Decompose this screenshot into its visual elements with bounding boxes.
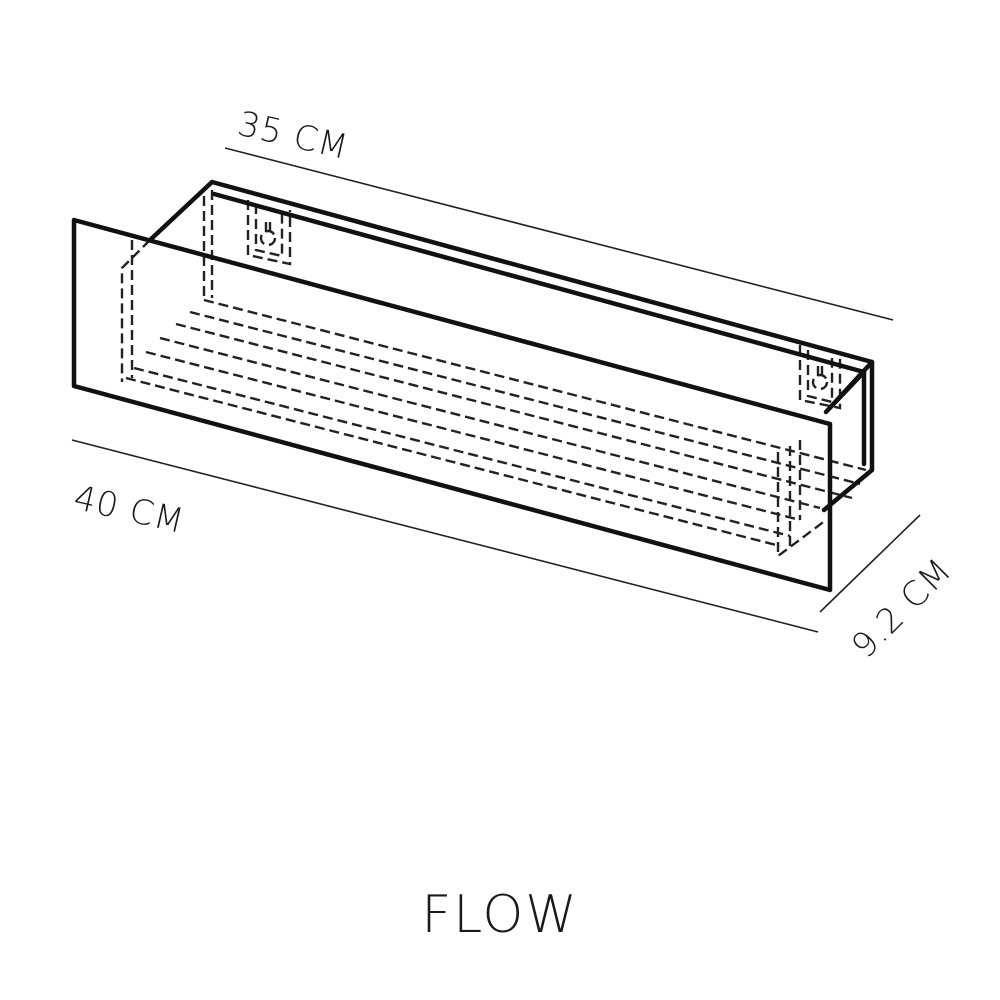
shelf-hidden-edge-7 <box>125 376 781 548</box>
front-width-dimension-line <box>71 439 819 633</box>
depth-dimension-line <box>819 514 921 613</box>
visible-lines <box>71 179 875 593</box>
shelf-hidden-edge-1 <box>203 298 867 472</box>
shelf-hidden-edge-5 <box>145 350 801 522</box>
left-wall-bracket <box>246 200 292 266</box>
left-inner-panel <box>120 239 151 382</box>
shelf-hidden-edge-6 <box>133 366 791 538</box>
front-panel <box>71 217 833 593</box>
back-panel-inner-edge <box>211 191 867 467</box>
back-width-label: 35 CM <box>234 104 352 168</box>
right-wall-bracket <box>798 345 842 410</box>
front-width-label: 40 CM <box>70 478 188 542</box>
back-left-edge <box>202 190 214 300</box>
right-inner-panel <box>776 440 827 559</box>
shelf-hidden-edge-4 <box>159 336 821 510</box>
product-name: FLOW <box>421 885 578 945</box>
back-right-corner <box>823 359 875 415</box>
back-panel <box>147 179 875 513</box>
hidden-lines <box>120 190 867 559</box>
depth-label: 9.2 CM <box>844 550 960 666</box>
shelf-hidden-edge-2 <box>189 310 861 486</box>
back-width-dimension-line <box>224 147 894 321</box>
shelf-hidden-edge-3 <box>175 322 853 500</box>
dimension-lines <box>71 147 921 633</box>
